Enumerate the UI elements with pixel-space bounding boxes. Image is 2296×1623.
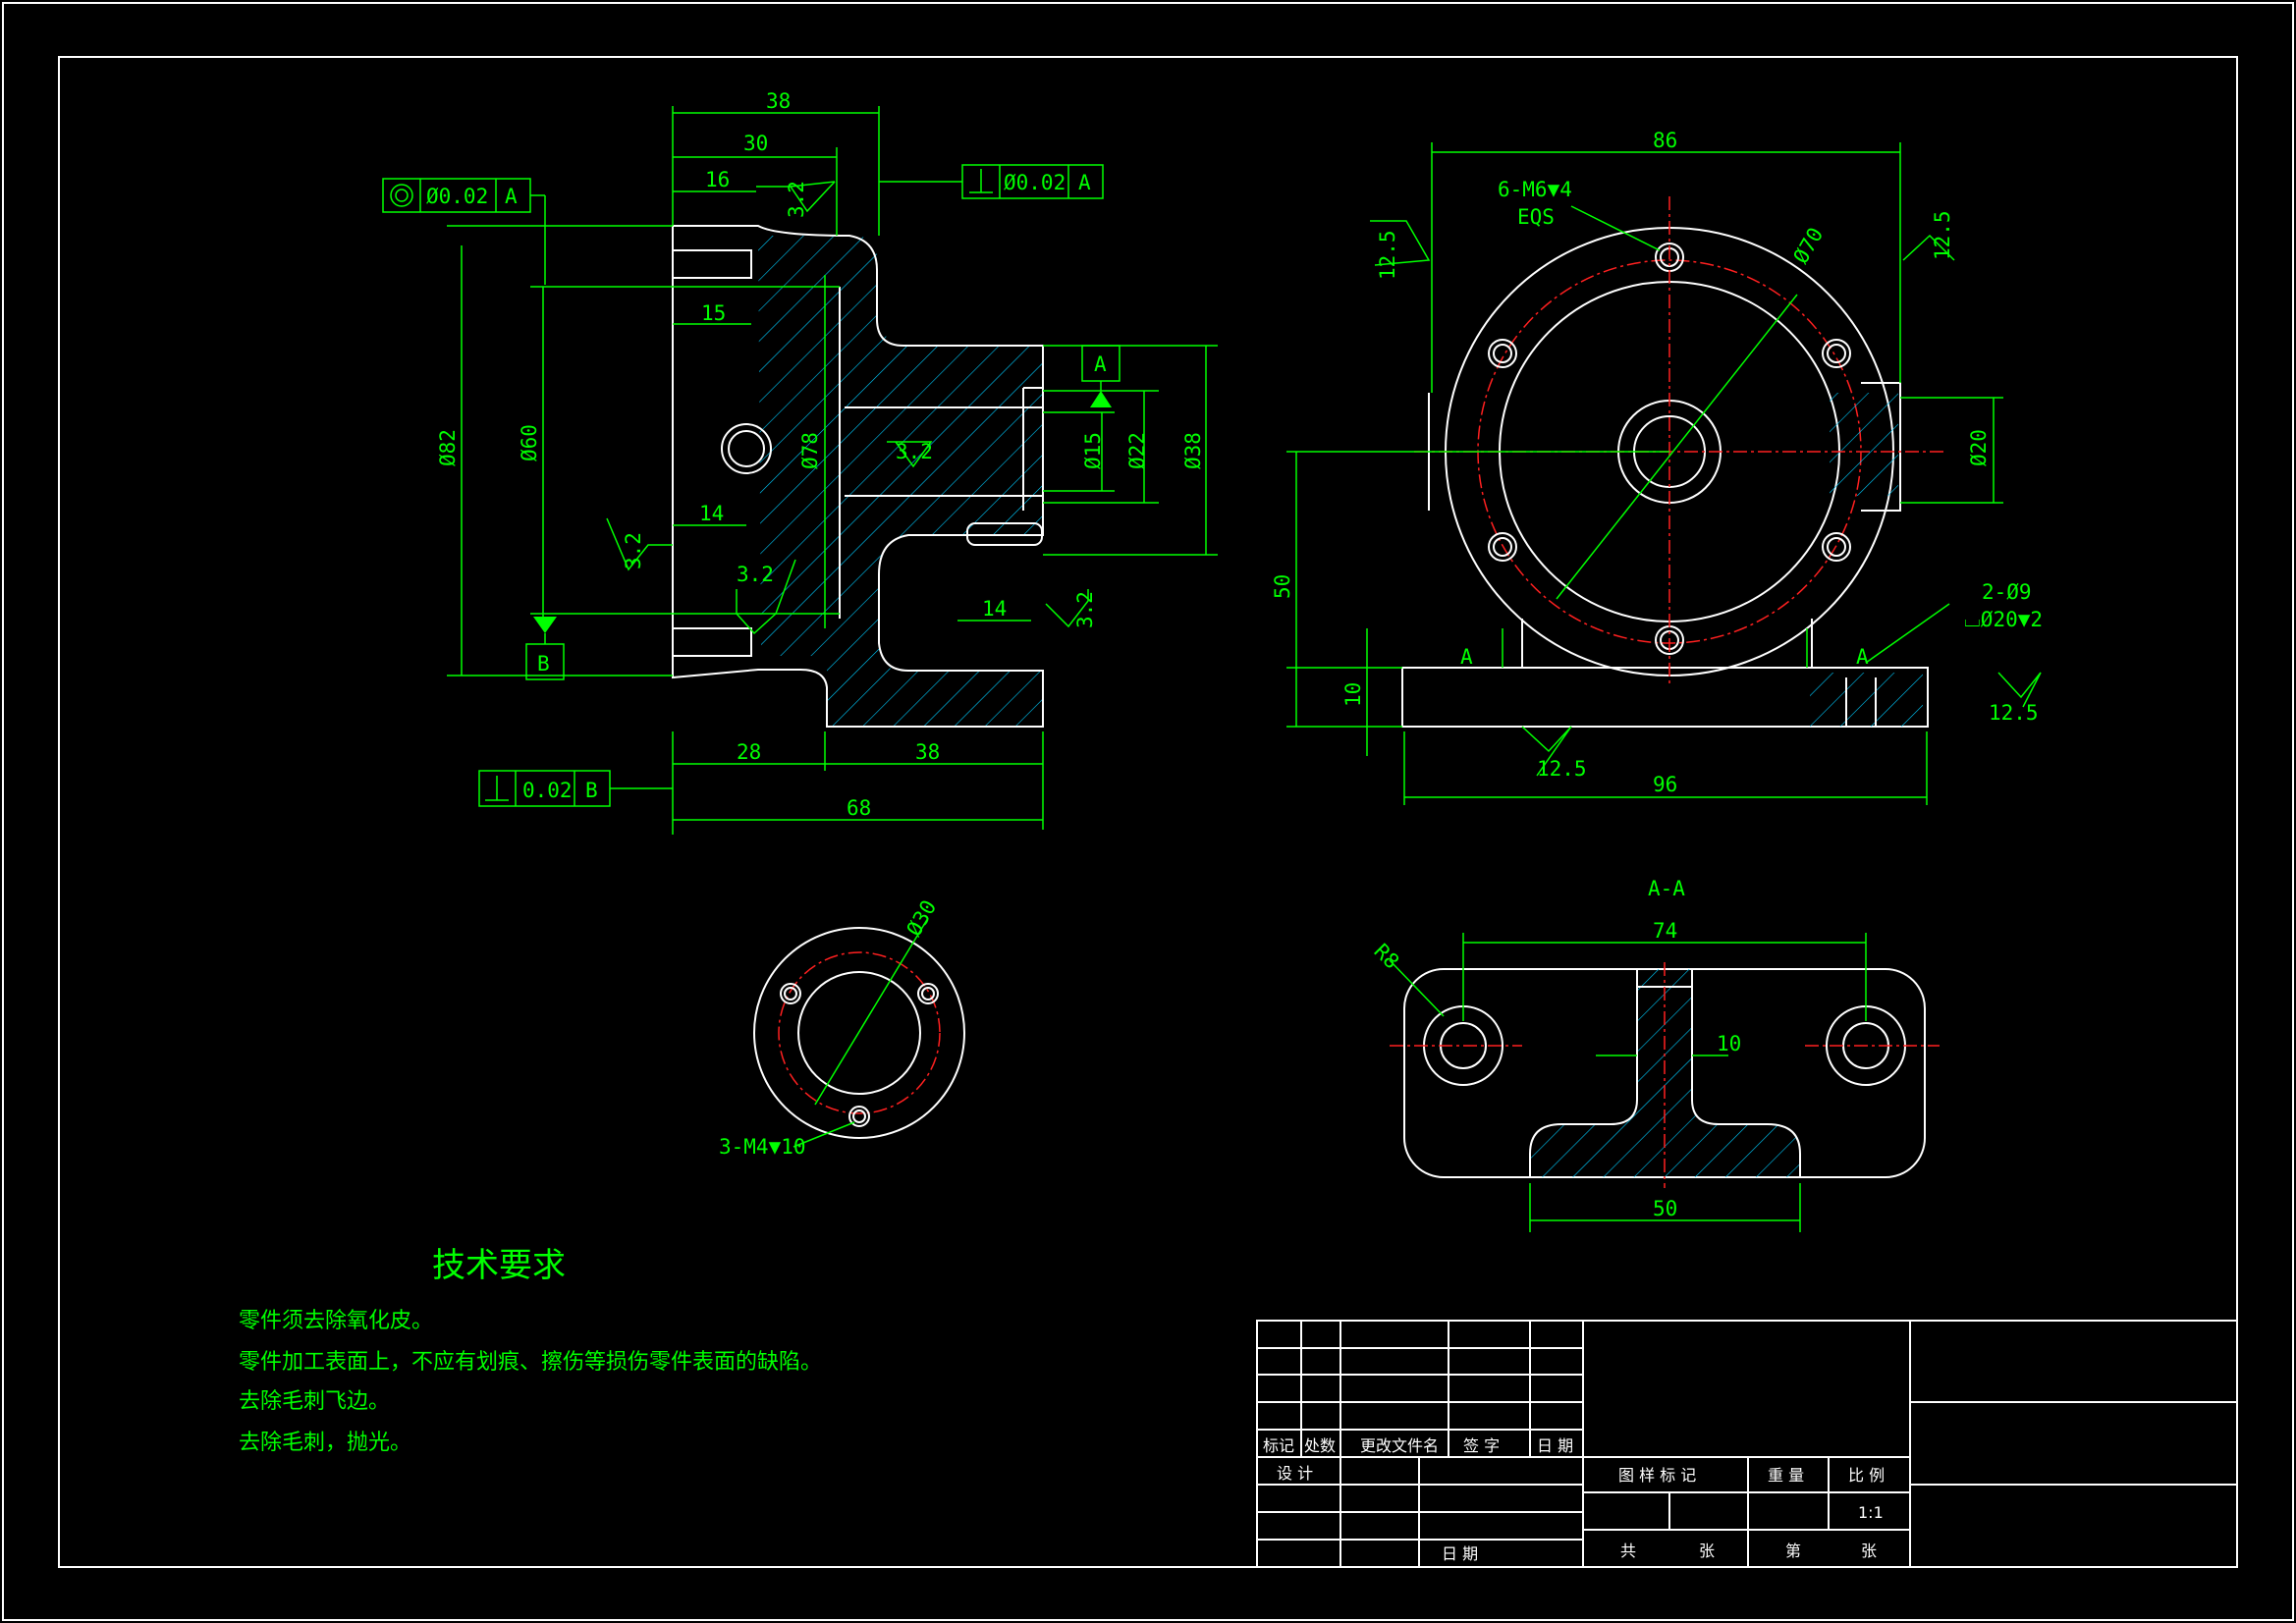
dim-10-web: 10 xyxy=(1717,1032,1741,1055)
counterbore: ⌴Ø20▼2 xyxy=(1964,608,2043,631)
datum-a-marker: A xyxy=(1081,345,1121,407)
section-a-a: A-A 74 R8 10 50 xyxy=(1369,877,1940,1232)
dim-14-slot: 14 xyxy=(982,597,1007,621)
dim-phi70: Ø70 xyxy=(1789,224,1829,268)
rough-12.5-b: 12.5 xyxy=(1931,210,1954,260)
flange-view: Ø30 3-M4▼10 xyxy=(719,896,965,1159)
datum-b-marker: B xyxy=(525,617,565,680)
datum-a-label: A xyxy=(1094,352,1107,376)
note-item-4: 去除毛刺，抛光。 xyxy=(239,1431,411,1455)
dim-28: 28 xyxy=(737,740,761,764)
tb-count: 处数 xyxy=(1304,1436,1336,1455)
tb-design: 设 计 xyxy=(1277,1464,1313,1483)
notes-title: 技术要求 xyxy=(432,1246,566,1285)
rough-12.5-d: 12.5 xyxy=(1989,701,2039,725)
dim-phi60: Ø60 xyxy=(518,424,541,461)
dim-96: 96 xyxy=(1653,773,1677,796)
note-item-2: 零件加工表面上，不应有划痕、擦伤等损伤零件表面的缺陷。 xyxy=(239,1350,822,1375)
concentricity-frame: Ø0.02 A xyxy=(382,178,546,285)
perpendicularity-frame-bottom: 0.02 B xyxy=(478,770,673,807)
note-item-1: 零件须去除氧化皮。 xyxy=(239,1309,433,1333)
dim-phi38: Ø38 xyxy=(1181,432,1205,469)
dim-phi30: Ø30 xyxy=(902,896,942,941)
dim-phi78: Ø78 xyxy=(798,432,822,469)
dim-phi22: Ø22 xyxy=(1125,432,1149,469)
tb-date: 日 期 xyxy=(1442,1544,1478,1563)
tb-scale-label: 比 例 xyxy=(1848,1466,1885,1485)
dim-86: 86 xyxy=(1653,129,1677,152)
dim-15: 15 xyxy=(701,301,726,325)
rough-3.2-c: 3.2 xyxy=(622,532,645,569)
technical-notes: 技术要求 零件须去除氧化皮。 零件加工表面上，不应有划痕、擦伤等损伤零件表面的缺… xyxy=(239,1246,822,1455)
perp1-datum: A xyxy=(1078,171,1091,194)
front-view-dimensions: 38 30 16 15 14 28 38 68 14 Ø82 Ø60 Ø78 Ø… xyxy=(382,89,1218,835)
section-mark-a-left: A xyxy=(1460,645,1473,669)
tb-total: 共 xyxy=(1620,1542,1636,1560)
holes-2-phi9: 2-Ø9 xyxy=(1982,580,2032,604)
dim-phi20: Ø20 xyxy=(1967,429,1991,466)
perp2-datum: B xyxy=(585,779,598,802)
perpendicularity-frame-top: Ø0.02 A xyxy=(879,164,1104,199)
tb-date-head: 日 期 xyxy=(1537,1436,1573,1455)
drawing-frame xyxy=(58,56,2238,1568)
dim-14: 14 xyxy=(699,502,724,525)
dim-phi82: Ø82 xyxy=(436,429,460,466)
rough-12.5-a: 12.5 xyxy=(1376,230,1399,280)
note-item-3: 去除毛刺飞边。 xyxy=(239,1389,390,1414)
dim-74: 74 xyxy=(1653,919,1677,943)
dim-38-bottom: 38 xyxy=(915,740,940,764)
tb-change-doc: 更改文件名 xyxy=(1360,1436,1439,1455)
dim-16: 16 xyxy=(705,168,730,191)
front-hatch-body xyxy=(758,236,1043,727)
concentric-datum: A xyxy=(505,185,518,208)
rough-12.5-c: 12.5 xyxy=(1537,757,1587,781)
section-title: A-A xyxy=(1648,877,1685,900)
datum-b-label: B xyxy=(537,652,550,676)
section-mark-a-right: A xyxy=(1856,645,1869,669)
dim-30: 30 xyxy=(743,132,768,155)
tb-scale: 1:1 xyxy=(1858,1503,1884,1522)
dim-50-base: 50 xyxy=(1653,1197,1677,1220)
perp1-value: Ø0.02 xyxy=(1004,171,1066,194)
rough-3.2-d: 3.2 xyxy=(737,563,774,586)
tb-mark: 标记 xyxy=(1263,1436,1294,1455)
rough-3.2-a: 3.2 xyxy=(785,181,808,218)
tb-signature: 签 字 xyxy=(1463,1436,1500,1455)
rough-3.2-e: 3.2 xyxy=(1073,591,1097,628)
tb-sheets-1: 张 xyxy=(1699,1542,1715,1560)
dim-phi15: Ø15 xyxy=(1081,432,1105,469)
thread-6-m6: 6-M6▼4 xyxy=(1498,178,1572,201)
dim-50: 50 xyxy=(1271,574,1294,599)
dim-10: 10 xyxy=(1341,682,1365,707)
tb-weight: 重 量 xyxy=(1768,1466,1804,1485)
perp2-value: 0.02 xyxy=(522,779,573,802)
rough-3.2-b: 3.2 xyxy=(896,440,933,463)
tb-drawing-mark: 图 样 标 记 xyxy=(1618,1466,1696,1485)
tb-sheets-2: 张 xyxy=(1861,1542,1877,1560)
concentric-value: Ø0.02 xyxy=(426,185,488,208)
dim-38: 38 xyxy=(766,89,791,113)
tb-no: 第 xyxy=(1785,1542,1801,1560)
dim-r8: R8 xyxy=(1369,940,1403,974)
thread-3-m4: 3-M4▼10 xyxy=(719,1135,806,1159)
front-section-view xyxy=(672,225,1044,728)
side-view-dimensions: 86 6-M6▼4 EQS Ø70 12.5 12.5 Ø20 50 10 2-… xyxy=(1271,129,2043,805)
label-eqs: EQS xyxy=(1517,205,1555,229)
title-block: 标记 处数 更改文件名 签 字 日 期 设 计 日 期 图 样 标 记 重 量 … xyxy=(1256,1320,2238,1568)
dim-68: 68 xyxy=(847,796,871,820)
front-outline xyxy=(672,225,1044,728)
